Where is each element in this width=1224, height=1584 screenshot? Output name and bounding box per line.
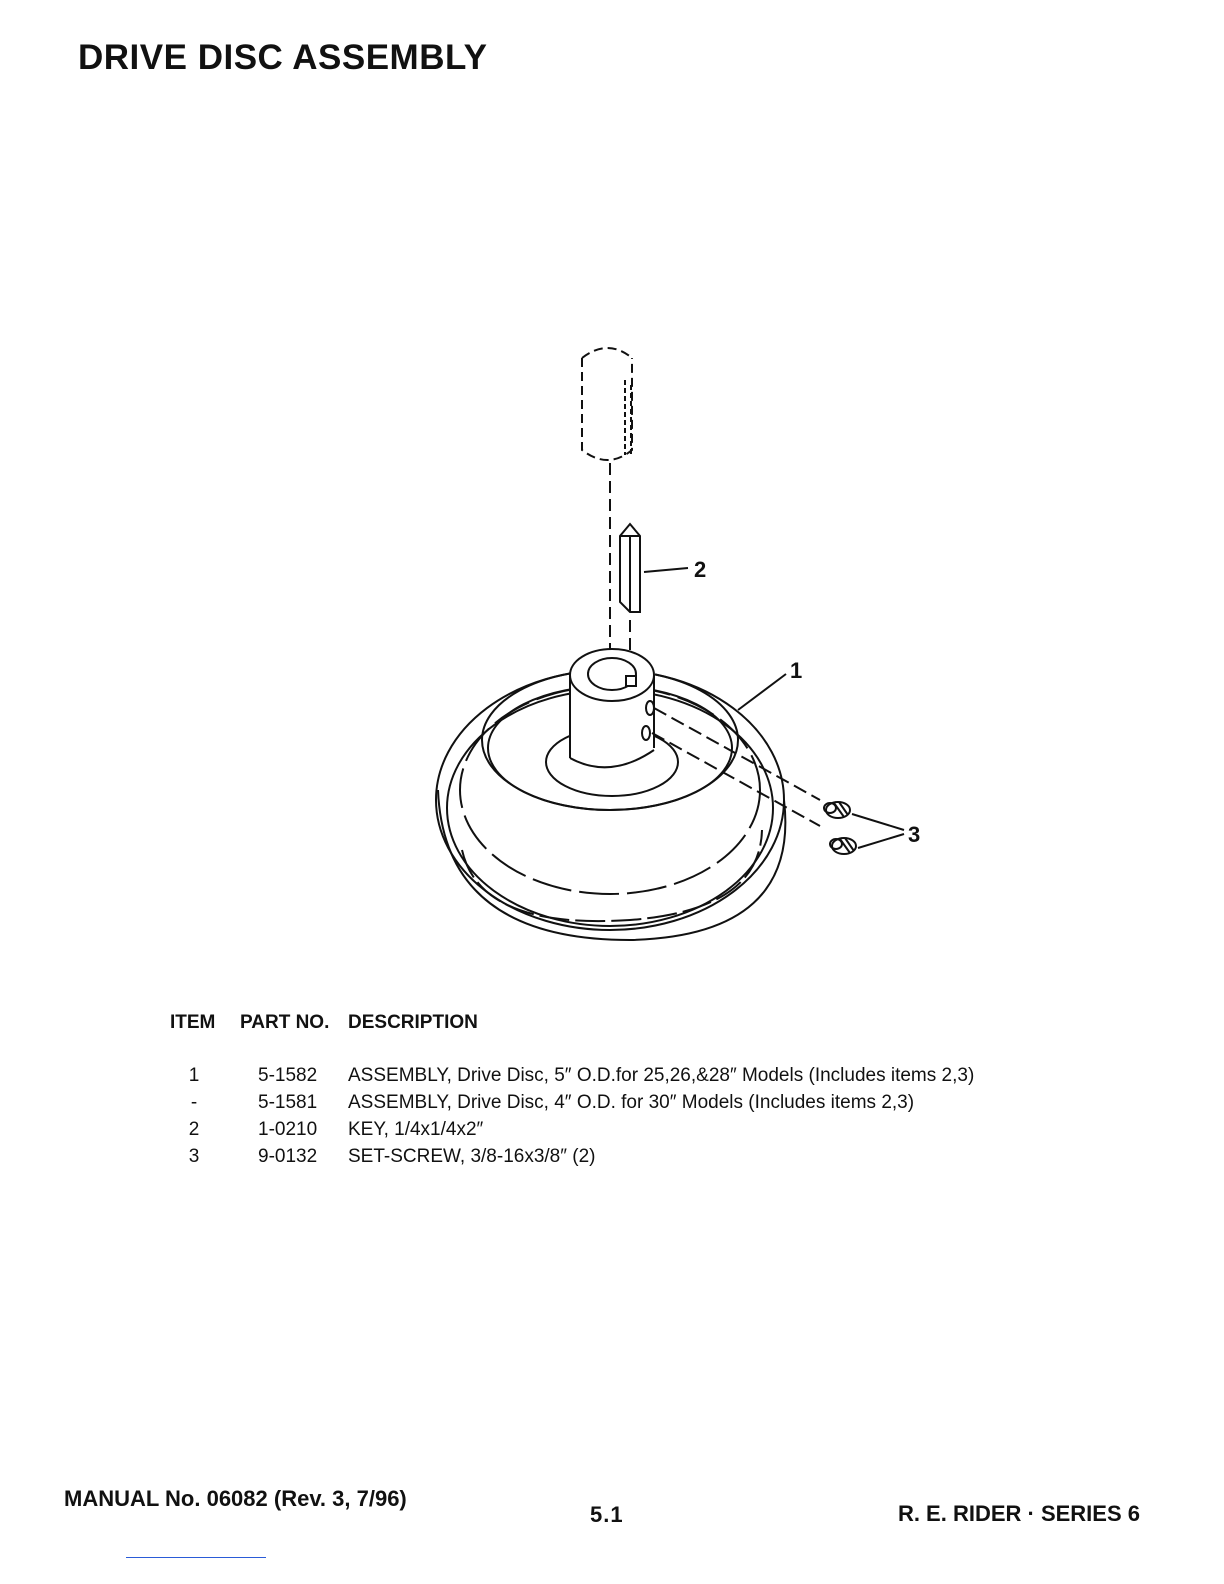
exploded-parts-diagram: 2 1 3 [435,347,920,942]
row-item: - [190,1092,198,1113]
row-part-no: 1-0210 [258,1119,318,1140]
header-description: DESCRIPTION [348,1012,478,1033]
page-title: DRIVE DISC ASSEMBLY [78,38,488,77]
row-part-no: 5-1581 [258,1092,318,1113]
row-part-no: 5-1582 [258,1065,318,1086]
key-part [619,522,641,613]
page-number: 5.1 [590,1502,624,1527]
bottom-divider [126,1557,266,1558]
table-row: - 5-1581 ASSEMBLY, Drive Disc, 4″ O.D. f… [170,1091,974,1118]
set-screw-lower [829,837,857,855]
leader-3b [857,833,905,849]
shaft-phantom [581,347,633,461]
parts-list-table: ITEM PART NO. DESCRIPTION 1 5-1582 ASSEM… [170,1012,974,1172]
callout-2: 2 [694,557,706,582]
callout-1: 1 [790,658,802,683]
leader-1 [737,673,787,711]
table-row: 3 9-0132 SET-SCREW, 3/8-16x3/8″ (2) [170,1145,974,1172]
set-screw-upper [823,801,851,819]
row-description: ASSEMBLY, Drive Disc, 5″ O.D.for 25,26,&… [348,1065,975,1086]
callout-3: 3 [908,822,920,847]
header-part-no: PART NO. [240,1012,330,1033]
row-part-no: 9-0132 [258,1146,318,1167]
manual-number: MANUAL No. 06082 (Rev. 3, 7/96) [64,1486,407,1511]
series-label: R. E. RIDER · SERIES 6 [897,1501,1140,1526]
row-item: 2 [188,1119,200,1140]
leader-3a [851,813,905,831]
row-description: SET-SCREW, 3/8-16x3/8″ (2) [348,1146,596,1167]
leader-2 [643,567,689,573]
header-item: ITEM [170,1012,216,1033]
row-item: 3 [188,1146,200,1167]
row-description: KEY, 1/4x1/4x2″ [348,1119,484,1140]
table-row: 2 1-0210 KEY, 1/4x1/4x2″ [170,1118,974,1145]
row-item: 1 [188,1065,200,1086]
row-description: ASSEMBLY, Drive Disc, 4″ O.D. for 30″ Mo… [348,1092,915,1113]
table-header-row: ITEM PART NO. DESCRIPTION [170,1012,974,1064]
drive-disc [435,648,787,942]
table-row: 1 5-1582 ASSEMBLY, Drive Disc, 5″ O.D.fo… [170,1064,975,1091]
